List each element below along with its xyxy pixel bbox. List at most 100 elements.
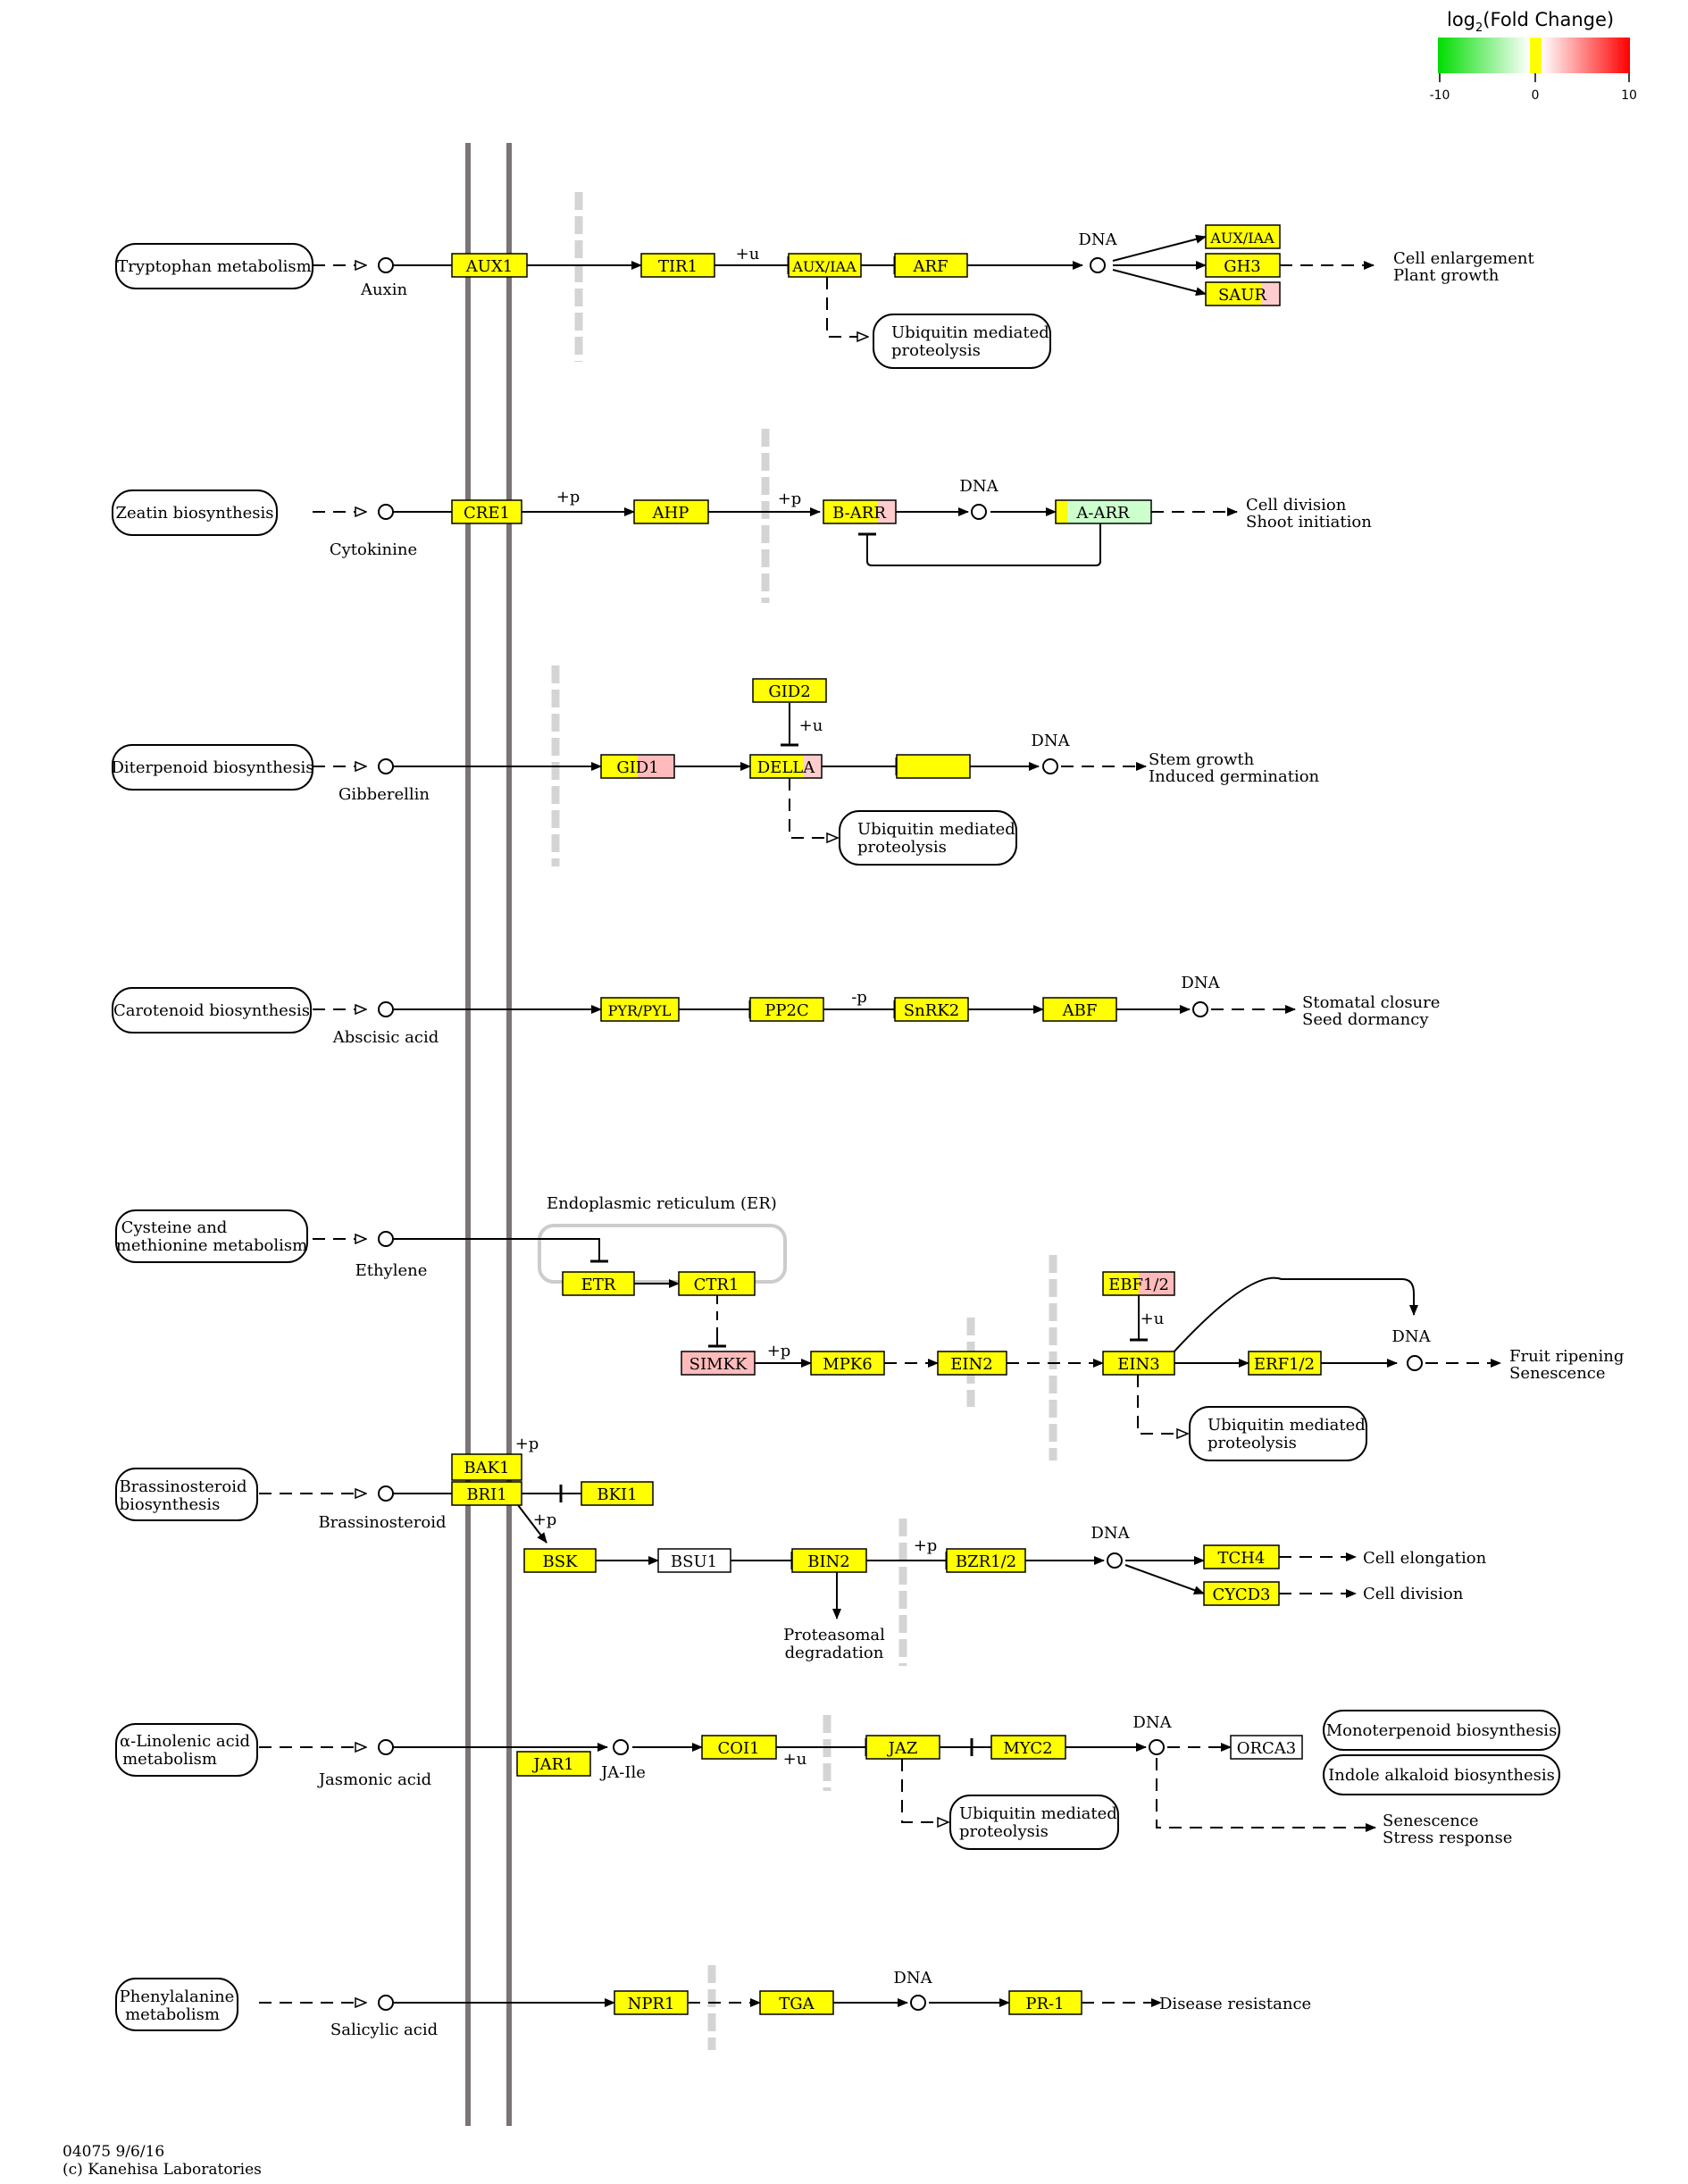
ubiquitin-label: proteolysis xyxy=(1208,1434,1297,1452)
ubiquitin-label: Ubiquitin mediated xyxy=(959,1804,1117,1823)
gene-BIN2 xyxy=(791,1548,867,1573)
gene-label: DELLA xyxy=(757,758,815,777)
modification-label: +p xyxy=(515,1435,539,1453)
modification-label: +u xyxy=(783,1750,807,1769)
pathway-label: Indole alkaloid biosynthesis xyxy=(1328,1766,1555,1785)
ubiquitin-label: Ubiquitin mediated xyxy=(1208,1416,1366,1435)
modification-label: -p xyxy=(851,988,867,1007)
gene-label: EBF1/2 xyxy=(1108,1276,1169,1294)
pathway-label: biosynthesis xyxy=(120,1495,221,1514)
gene-boxes[interactable] xyxy=(451,224,1322,2015)
outcome-label: Induced germination xyxy=(1149,767,1320,786)
gene-TF xyxy=(896,754,971,779)
gene-label: CTR1 xyxy=(694,1276,740,1294)
gene-TIR1 xyxy=(640,253,715,278)
pathway-label: metabolism xyxy=(122,1750,217,1769)
pathway-boxes[interactable] xyxy=(112,243,1560,2031)
gene-AUXIAA-2 xyxy=(1205,224,1281,249)
gene-label: NPR1 xyxy=(628,1995,675,2013)
gene-BSK xyxy=(523,1548,597,1573)
gene-label: AUX/IAA xyxy=(791,258,857,275)
gene-JAZ xyxy=(865,1735,940,1760)
gene-CTR1 xyxy=(678,1271,756,1296)
gene-ETR xyxy=(562,1271,635,1296)
gene-AARR xyxy=(1055,499,1152,524)
legend-max: 10 xyxy=(1621,88,1637,103)
gene-label: TGA xyxy=(779,1995,815,2013)
compound-label: Brassinosteroid xyxy=(318,1513,446,1532)
gene-GID2 xyxy=(752,678,827,703)
dna-node xyxy=(1107,1552,1123,1569)
modification-label: +p xyxy=(778,490,802,508)
dna-label: DNA xyxy=(1078,230,1117,249)
pathway-label: Monoterpenoid biosynthesis xyxy=(1326,1721,1558,1740)
gene-GH3 xyxy=(1205,253,1281,278)
gene-CRE1 xyxy=(451,499,522,524)
pathway-brassinosteroid xyxy=(115,1468,258,1521)
dna-node xyxy=(1042,758,1058,774)
outcome-label: Stem growth xyxy=(1149,750,1255,769)
gene-label: BAK1 xyxy=(464,1459,509,1477)
gene-label: BIN2 xyxy=(807,1552,850,1571)
gene-label: BRI1 xyxy=(466,1485,506,1504)
legend-title: log2(Fold Change) xyxy=(1447,9,1614,35)
modification-label: +u xyxy=(736,245,760,264)
gene-label: BSU1 xyxy=(671,1552,717,1571)
gene-BKI1 xyxy=(581,1481,654,1506)
outcome-label: Disease resistance xyxy=(1159,1995,1311,2013)
gene-label: A-ARR xyxy=(1075,504,1130,523)
gene-label: AUX1 xyxy=(465,257,513,276)
gene-MYC2 xyxy=(990,1735,1066,1760)
ubiquitin-label: proteolysis xyxy=(891,341,981,360)
legend-mid: 0 xyxy=(1532,88,1540,103)
outcome-label: Fruit ripening xyxy=(1509,1347,1624,1366)
er-label: Endoplasmic reticulum (ER) xyxy=(547,1194,777,1213)
gene-label: ETR xyxy=(581,1276,616,1294)
dna-node xyxy=(1090,257,1106,273)
auxin-node xyxy=(378,257,394,273)
pathway-label: Diterpenoid biosynthesis xyxy=(111,758,313,777)
pathway-zeatin xyxy=(112,490,278,536)
dna-label: DNA xyxy=(1181,974,1220,992)
gene-label: TIR1 xyxy=(658,257,698,276)
compound-label: Ethylene xyxy=(355,1261,428,1280)
dna-label: DNA xyxy=(1132,1713,1172,1732)
gene-ABF xyxy=(1042,997,1117,1022)
outcome-label: Stomatal closure xyxy=(1302,993,1440,1012)
pathway-ubiquitin-4 xyxy=(949,1795,1119,1850)
pathway-phenylalanine xyxy=(115,1978,238,2031)
gene-AHP xyxy=(633,499,709,524)
dna-label: DNA xyxy=(959,477,999,496)
gene-label: MPK6 xyxy=(823,1355,872,1374)
outcome-label: Cell enlargement xyxy=(1393,249,1534,268)
ubiquitin-label: proteolysis xyxy=(857,838,947,857)
proteasomal-label: Proteasomal xyxy=(783,1626,885,1644)
dna-node xyxy=(910,1995,926,2011)
dna-node xyxy=(1149,1739,1165,1755)
pathway-label: Carotenoid biosynthesis xyxy=(113,1001,310,1020)
pathway-ubiquitin-1 xyxy=(873,314,1051,369)
gene-label: GID1 xyxy=(616,758,658,777)
gene-label: JAR1 xyxy=(531,1755,573,1774)
compound-label: Jasmonic acid xyxy=(317,1770,431,1789)
er-compartment xyxy=(538,1224,787,1284)
pathway-label: α-Linolenic acid xyxy=(120,1732,250,1751)
gene-label: PP2C xyxy=(765,1001,808,1020)
outcome-label: Shoot initiation xyxy=(1246,513,1372,531)
gene-NPR1 xyxy=(614,1990,689,2015)
gene-label: CYCD3 xyxy=(1213,1586,1271,1604)
gene-EBF12 xyxy=(1102,1271,1175,1296)
gene-label: BSK xyxy=(542,1552,578,1571)
brassinosteroid-node xyxy=(378,1485,394,1502)
pathway-cysteine xyxy=(115,1209,308,1263)
gene-ERF12 xyxy=(1248,1351,1322,1376)
gene-label: CRE1 xyxy=(464,504,510,523)
pathway-ubiquitin-2 xyxy=(839,810,1017,866)
ubiquitin-label: Ubiquitin mediated xyxy=(857,820,1015,839)
compound-label: Gibberellin xyxy=(338,785,430,804)
gene-label: ERF1/2 xyxy=(1254,1355,1315,1374)
cytokinine-node xyxy=(378,504,394,520)
gene-label: SAUR xyxy=(1218,286,1267,305)
gene-label: GID2 xyxy=(768,682,810,701)
pathway-ubiquitin-3 xyxy=(1189,1406,1367,1461)
